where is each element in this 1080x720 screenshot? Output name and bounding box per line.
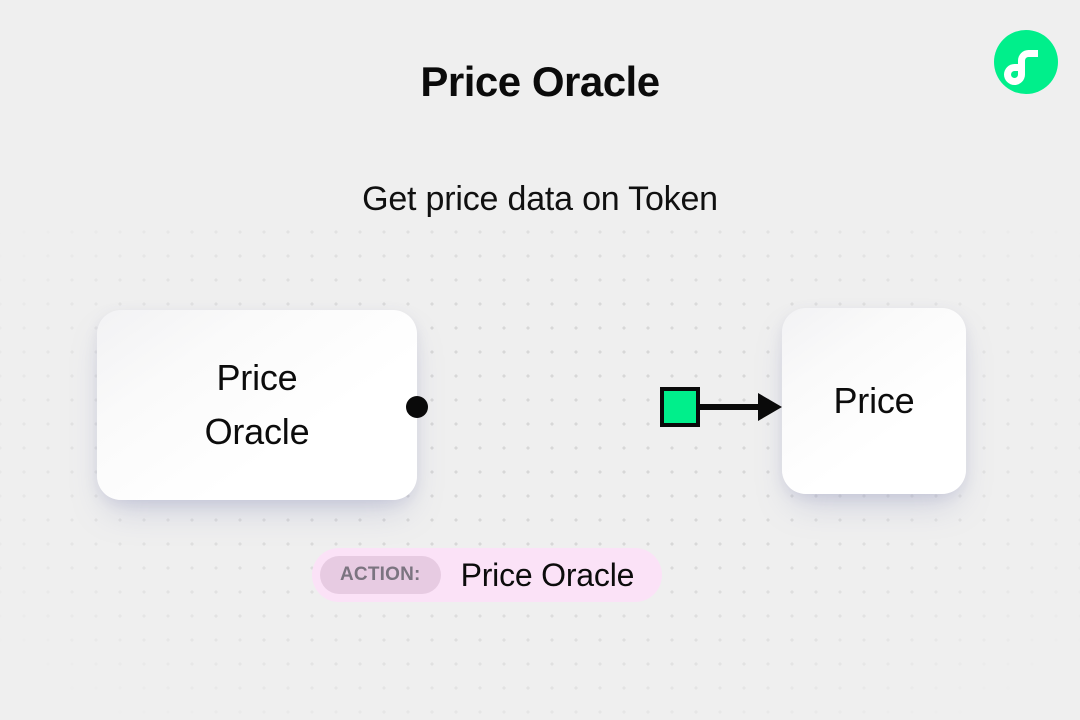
edge-chip-icon[interactable] xyxy=(660,387,700,427)
node-price[interactable]: Price xyxy=(782,308,966,494)
page-subtitle: Get price data on Token xyxy=(362,180,718,218)
action-badge: ACTION: xyxy=(320,556,441,594)
page-title: Price Oracle xyxy=(420,58,660,105)
action-pill[interactable]: ACTION: Price Oracle xyxy=(312,548,663,602)
action-value: Price Oracle xyxy=(460,556,635,593)
node-price-oracle-label: Price Oracle xyxy=(204,357,310,452)
node-price-label: Price xyxy=(833,380,915,421)
node-price-oracle[interactable]: Price Oracle xyxy=(97,310,417,500)
flow-logo-icon xyxy=(994,30,1058,94)
